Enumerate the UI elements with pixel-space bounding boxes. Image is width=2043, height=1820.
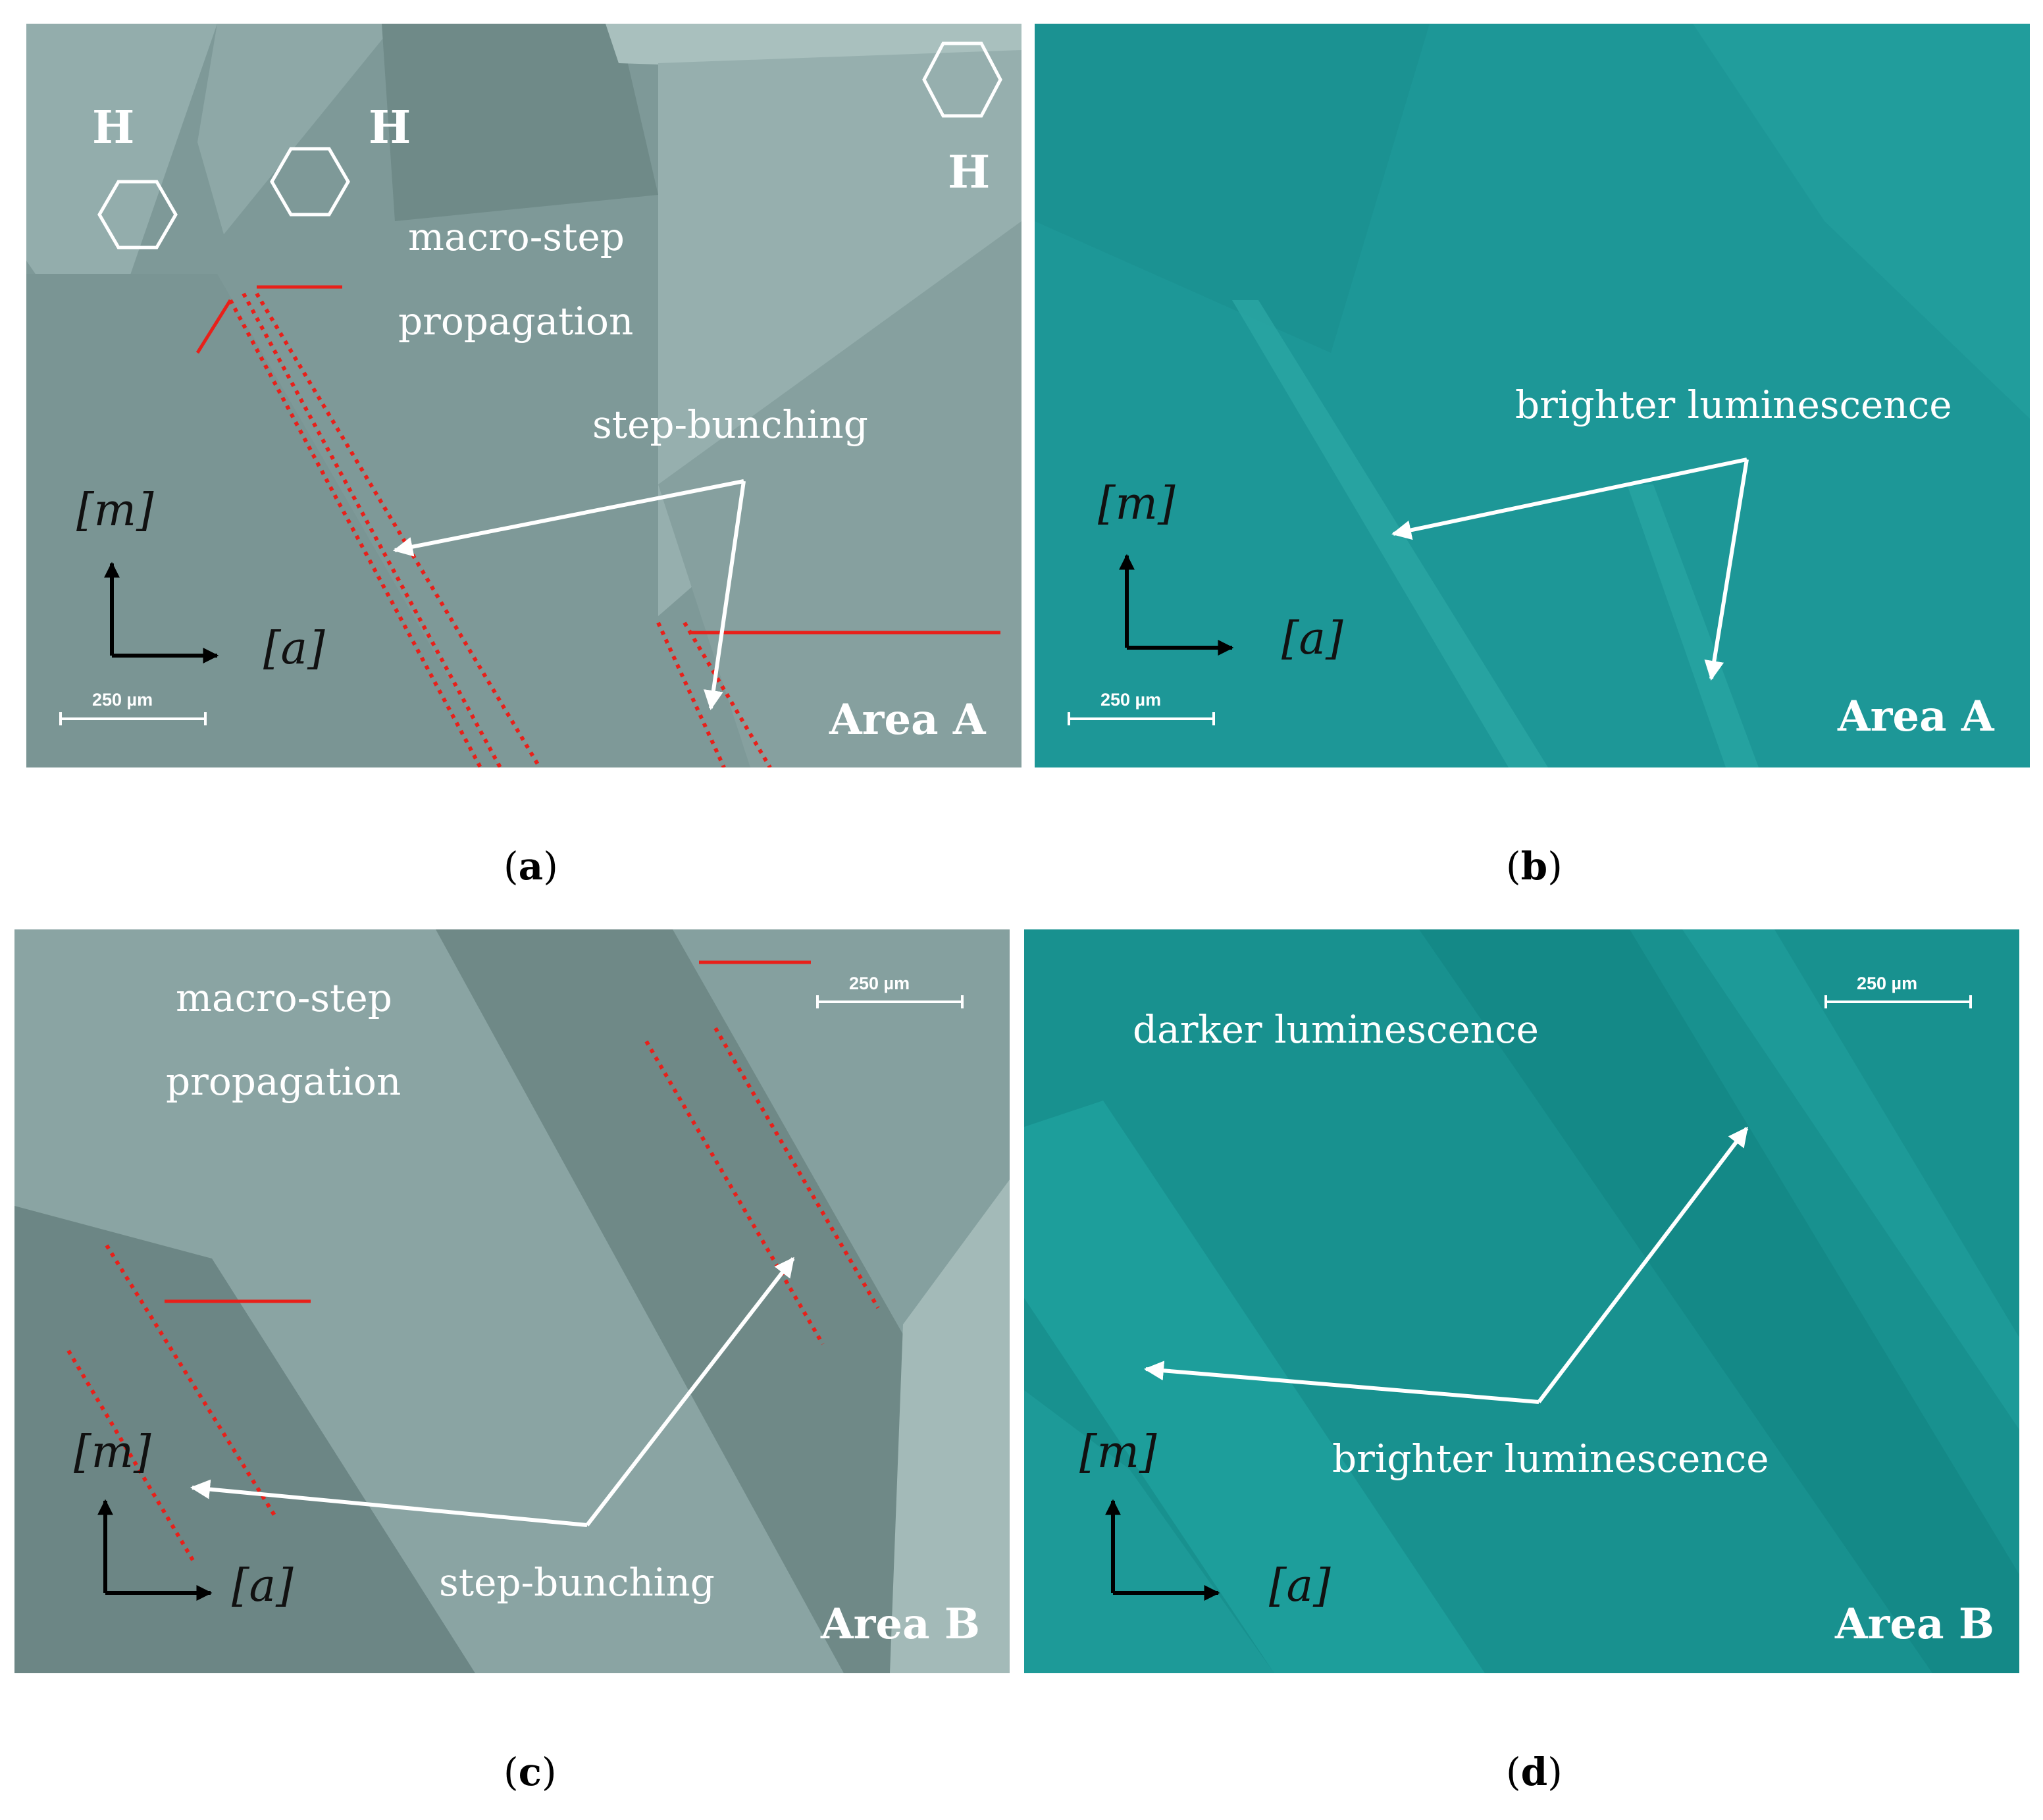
area-label-d: Area B: [1835, 1599, 1994, 1649]
panel-a-micrograph: H H H macro-step propagation step-bunchi…: [26, 24, 1022, 767]
panel-c-micrograph: macro-step propagation step-bunching [m]…: [14, 929, 1010, 1673]
direction-m-label-b: [m]: [1098, 478, 1176, 530]
macro-step-label-c1: macro-step: [176, 975, 392, 1020]
direction-m-label-a: [m]: [76, 484, 154, 536]
caption-b: (b): [1506, 844, 1563, 889]
direction-m-label-d: [m]: [1079, 1426, 1157, 1478]
direction-a-label-d: [a]: [1269, 1560, 1331, 1612]
h-label-1: H: [92, 101, 135, 154]
step-bunching-label-a: step-bunching: [592, 402, 868, 447]
caption-c: (c): [504, 1750, 557, 1794]
scale-bar-label-a: 250 µm: [92, 690, 153, 710]
step-bunching-label-c: step-bunching: [439, 1560, 715, 1605]
macro-step-label-c2: propagation: [166, 1059, 401, 1104]
caption-a: (a): [504, 844, 558, 889]
caption-d: (d): [1506, 1750, 1563, 1794]
direction-a-label-b: [a]: [1281, 613, 1343, 665]
scale-bar-label-d: 250 µm: [1857, 974, 1918, 993]
direction-a-label-a: [a]: [263, 623, 325, 675]
brighter-luminescence-label-d: brighter luminescence: [1332, 1436, 1769, 1481]
panel-b-luminescence: brighter luminescence [m] [a] 250 µm Are…: [1035, 24, 2030, 767]
panel-d-luminescence: darker luminescence brighter luminescenc…: [1024, 929, 2019, 1673]
macro-step-label-a1: macro-step: [408, 215, 625, 259]
area-label-b: Area A: [1838, 692, 1994, 741]
h-label-2: H: [369, 101, 411, 154]
panel-a-image: [26, 24, 1022, 767]
brighter-luminescence-label-b: brighter luminescence: [1515, 382, 1952, 427]
direction-m-label-c: [m]: [74, 1426, 151, 1478]
h-label-3: H: [948, 146, 991, 199]
scale-bar-label-c: 250 µm: [849, 974, 910, 993]
area-label-a: Area A: [829, 695, 986, 744]
panel-b-image: [1035, 24, 2030, 767]
scale-bar-label-b: 250 µm: [1100, 690, 1162, 710]
direction-a-label-c: [a]: [232, 1560, 294, 1612]
darker-luminescence-label-d: darker luminescence: [1133, 1007, 1539, 1052]
area-label-c: Area B: [821, 1599, 980, 1649]
macro-step-label-a2: propagation: [398, 299, 634, 344]
